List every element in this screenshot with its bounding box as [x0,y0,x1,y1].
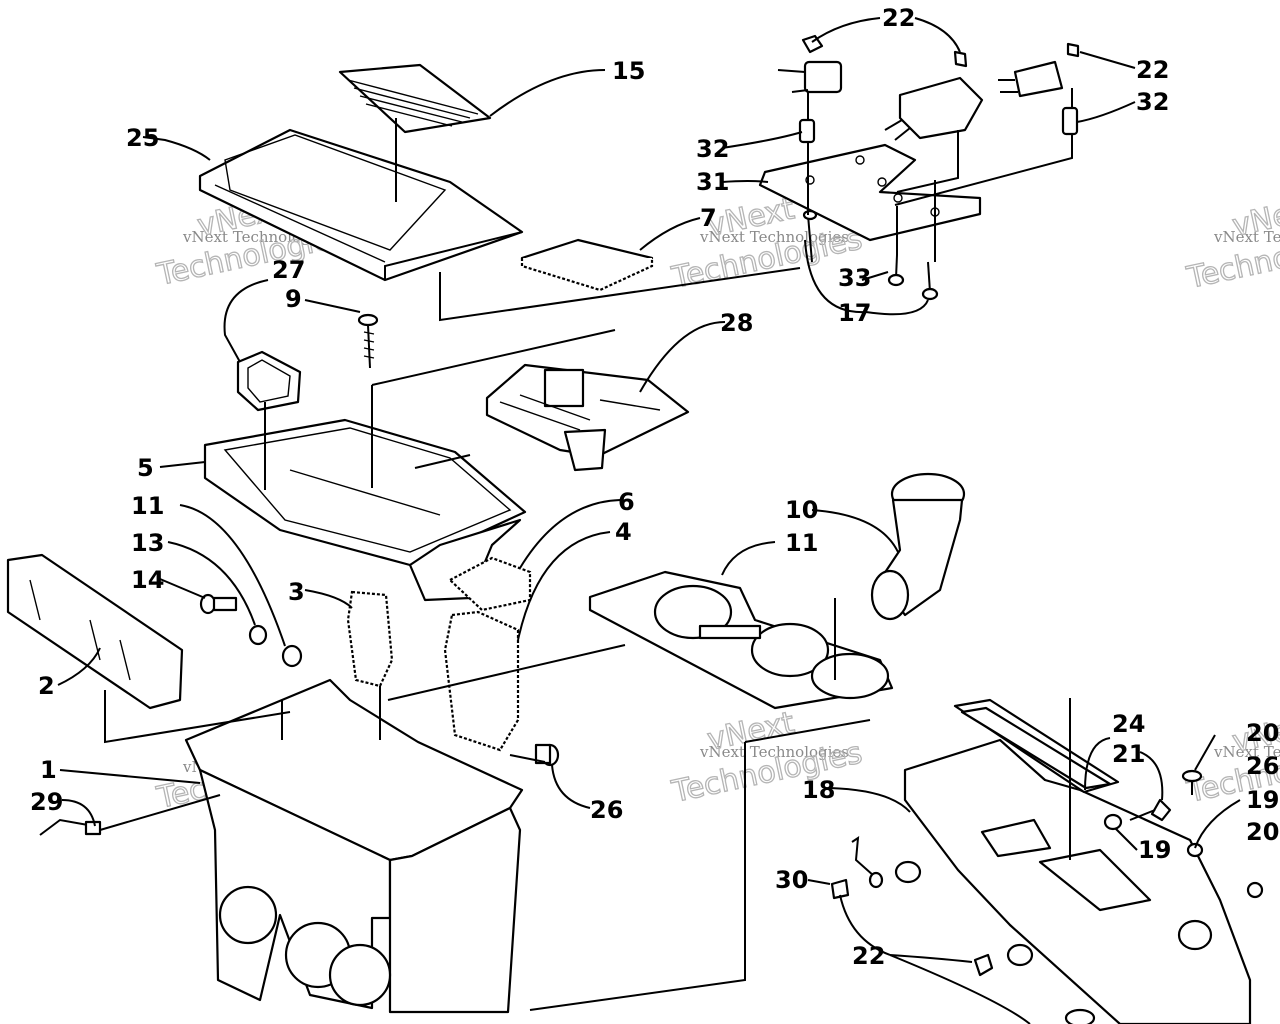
callout-26-label: 26 [1246,752,1279,780]
callout-17: 17 [838,299,871,327]
intake-cover-part [485,363,690,472]
callout-14: 13 [131,529,164,557]
callout-30: 30 [775,866,808,894]
watermark-text: vNext Technologies [699,228,849,246]
callout-7: 7 [700,204,717,232]
console-base-part [903,738,1252,1024]
leader-lines [57,17,1241,1024]
callout-13: 11 [131,492,164,520]
filter-grille-part [338,63,492,134]
solenoid-part [777,34,1080,144]
callout-24: 24 [1112,710,1145,738]
bolt-part [802,209,939,301]
callout-11-label: 11 [785,529,818,557]
callout-32: 32 [1136,88,1169,116]
callout-20: 20 [1246,719,1279,747]
console-tray-part [953,698,1120,794]
callout-8: 25 [126,124,159,152]
callout-22: 22 [852,942,885,970]
callout-31: 31 [696,168,729,196]
mounting-plate-part [758,143,982,242]
callout-21: 21 [1112,740,1145,768]
watermark-text: vNext Technologies [699,743,849,761]
callout-29: 29 [30,788,63,816]
foam-filter-part [520,238,654,292]
callout-6: 6 [618,488,635,516]
callout-5: 5 [137,454,154,482]
callout-18: 18 [802,776,835,804]
upper-tray-part [203,418,527,602]
callout-32: 32 [696,135,729,163]
callout-labels: 25 15 7 27 9 28 5 11 13 14 3 6 4 10 11 1… [30,4,1279,970]
callout-15: 14 [131,566,164,594]
callout-28: 28 [720,309,753,337]
callout-2: 2 [38,672,55,700]
callout-25: 26 [590,796,623,824]
side-filter-part [6,553,184,710]
callout-33: 33 [838,264,871,292]
cable-tie-part [39,818,102,836]
callout-9: 9 [285,285,302,313]
callout-4: 4 [615,518,632,546]
callout-16: 15 [612,57,645,85]
elbow-duct-part [870,472,966,621]
hardware-part [199,593,560,767]
foam-pad-part [346,556,532,752]
bracket-rod-part [830,836,1096,1024]
screw-part [357,313,379,369]
callout-20: 20 [1246,818,1279,846]
watermark-text: vNext Technologies [1213,743,1280,761]
bolt-washer-part [1103,769,1264,899]
seal-part [236,350,302,412]
callout-19: 19 [1246,786,1279,814]
callout-1: 1 [40,756,57,784]
callout-19: 19 [1138,836,1171,864]
callout-27: 27 [272,256,305,284]
lid-part [198,128,524,282]
callout-22: 22 [882,4,915,32]
callout-3: 3 [288,578,305,606]
airbox-housing-part [184,678,524,1014]
watermark-text: vNext Technologies [1213,228,1280,246]
watermark-text: vNext [1229,191,1280,244]
base-plate-part [588,570,894,710]
callout-10: 10 [785,496,818,524]
callout-22: 22 [1136,56,1169,84]
